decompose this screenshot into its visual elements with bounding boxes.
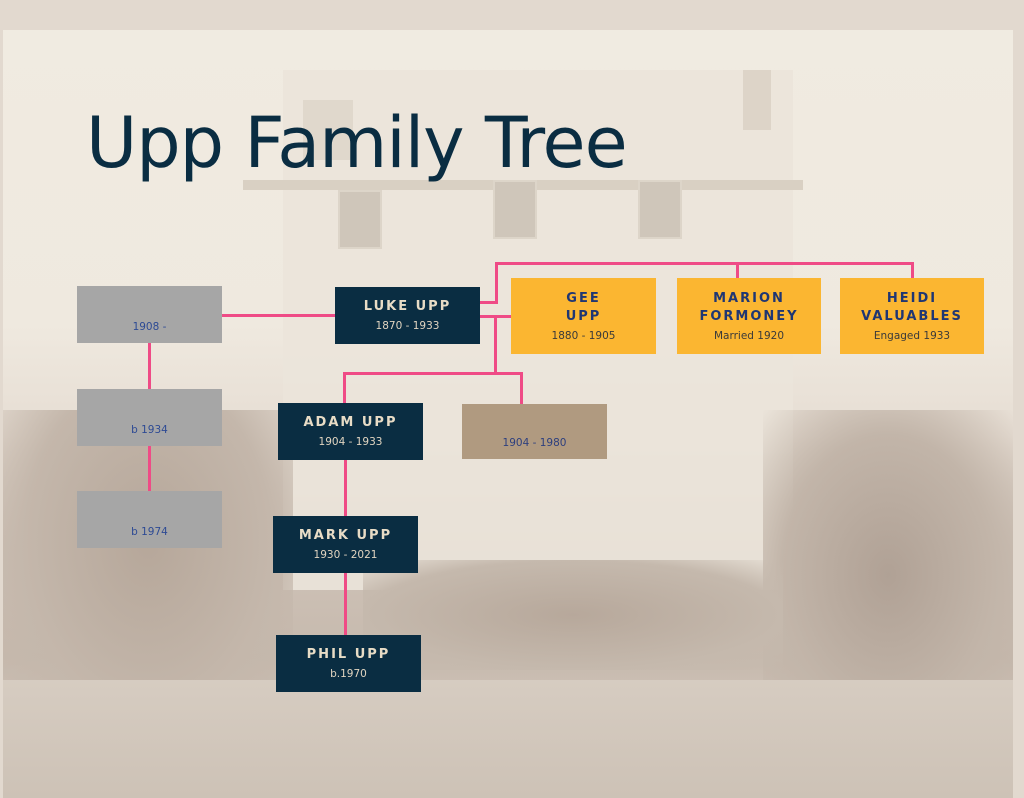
person-box-adam-upp[interactable]: ADAM UPP 1904 - 1933 bbox=[278, 403, 423, 460]
connector-sibling-drop bbox=[520, 372, 523, 404]
connector-heidi-drop bbox=[911, 262, 914, 278]
connector-luke-spouses-up bbox=[495, 262, 498, 304]
person-dates: Married 1920 bbox=[713, 329, 785, 342]
house-tower bbox=[303, 100, 353, 160]
person-box-luke-upp[interactable]: LUKE UPP 1870 - 1933 bbox=[335, 287, 480, 344]
person-name: LUKE UPP bbox=[363, 299, 452, 314]
house-window bbox=[493, 180, 537, 239]
lawn bbox=[3, 680, 1013, 798]
connector-luke-spouses-out bbox=[479, 301, 497, 304]
person-box-1974[interactable]: b 1974 bbox=[77, 491, 222, 548]
person-name: ADAM UPP bbox=[303, 415, 398, 430]
person-dates: 1870 - 1933 bbox=[375, 320, 440, 332]
house-chimney bbox=[743, 70, 771, 130]
person-name: PHIL UPP bbox=[306, 647, 391, 662]
person-dates: 1930 - 2021 bbox=[313, 549, 378, 561]
person-name-line2: UPP bbox=[565, 308, 602, 324]
house-window bbox=[338, 190, 382, 249]
person-box-1934[interactable]: b 1934 bbox=[77, 389, 222, 446]
person-box-1908[interactable]: 1908 - bbox=[77, 286, 222, 343]
person-dates: b 1934 bbox=[131, 424, 168, 436]
person-box-adam-sibling[interactable]: 1904 - 1980 bbox=[462, 404, 607, 459]
person-box-phil-upp[interactable]: PHIL UPP b.1970 bbox=[276, 635, 421, 692]
connector-children-bar bbox=[343, 372, 523, 375]
person-name-line1: MARION bbox=[713, 290, 785, 306]
person-name-line2: FORMONEY bbox=[699, 308, 799, 324]
person-name-line1: GEE bbox=[566, 290, 601, 306]
connector-adam-drop bbox=[343, 372, 346, 403]
person-dates: b.1970 bbox=[330, 668, 367, 680]
person-dates: 1908 - bbox=[132, 321, 167, 333]
connector-mark-phil bbox=[344, 573, 347, 635]
connector-children-down bbox=[494, 315, 497, 374]
person-dates: Engaged 1933 bbox=[873, 329, 951, 342]
page-title: Upp Family Tree bbox=[86, 102, 628, 184]
person-box-mark-upp[interactable]: MARK UPP 1930 - 2021 bbox=[273, 516, 418, 573]
connector-1908-1934 bbox=[148, 342, 151, 390]
person-dates: b 1974 bbox=[131, 526, 168, 538]
person-name: MARK UPP bbox=[298, 528, 393, 543]
person-name-line2: VALUABLES bbox=[861, 308, 963, 324]
person-name-line1: HEIDI bbox=[886, 290, 938, 306]
connector-adam-mark bbox=[344, 459, 347, 516]
person-dates: 1880 - 1905 bbox=[551, 329, 616, 342]
person-dates: 1904 - 1980 bbox=[502, 437, 567, 449]
person-box-marion-formoney[interactable]: MARION FORMONEY Married 1920 bbox=[677, 278, 821, 354]
person-dates: 1904 - 1933 bbox=[318, 436, 383, 448]
person-box-heidi-valuables[interactable]: HEIDI VALUABLES Engaged 1933 bbox=[840, 278, 984, 354]
connector-1908-luke bbox=[221, 314, 335, 317]
connector-1934-1974 bbox=[148, 446, 151, 492]
connector-marion-drop bbox=[736, 262, 739, 278]
connector-spouses-top bbox=[495, 262, 914, 265]
house-window bbox=[638, 180, 682, 239]
person-box-gee-upp[interactable]: GEE UPP 1880 - 1905 bbox=[511, 278, 656, 354]
garden-bushes bbox=[363, 560, 783, 670]
